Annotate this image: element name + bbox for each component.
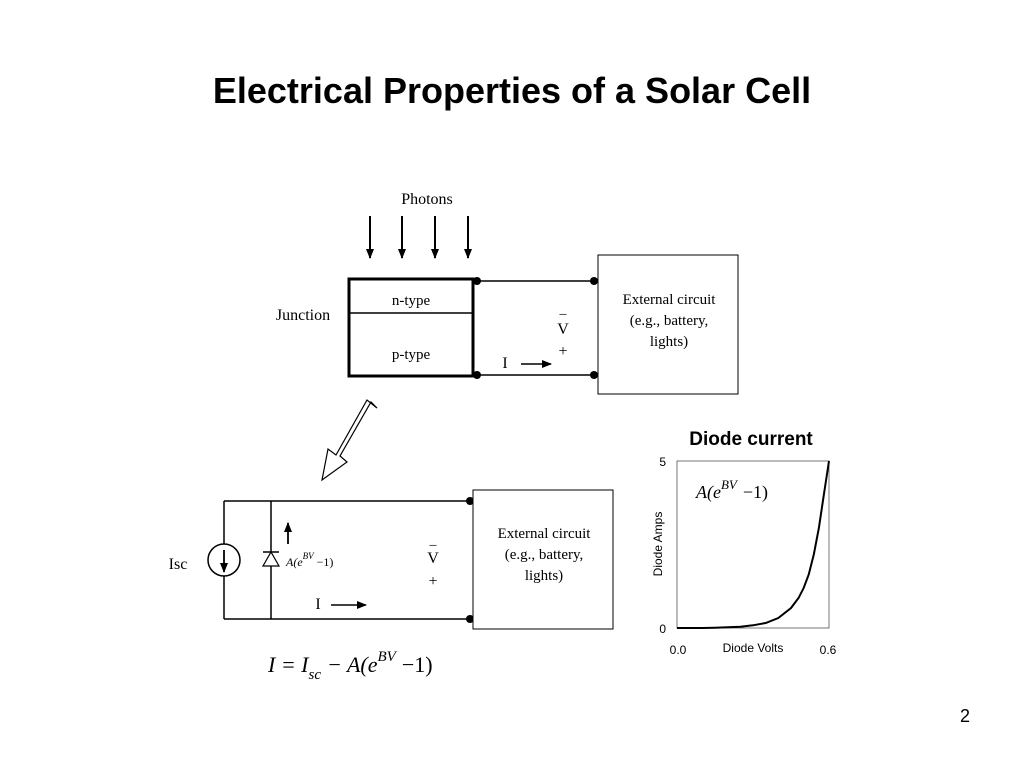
external-circuit-line: (e.g., battery, — [630, 313, 709, 329]
voltage-label: V — [427, 550, 439, 567]
voltage-minus: _ — [559, 302, 568, 317]
terminal-dot — [590, 277, 598, 285]
voltage-minus: _ — [429, 533, 438, 548]
plot-area — [676, 460, 830, 629]
terminal-dot — [466, 497, 474, 505]
equivalent-circuit: Isc A(eBV−1) _ V + I External circuit (e… — [169, 489, 614, 630]
transition-arrow-icon — [321, 399, 378, 482]
voltage-plus: + — [558, 343, 567, 360]
chart-title: Diode current — [689, 429, 813, 450]
external-circuit-box — [472, 489, 614, 630]
x-tick-label: 0.0 — [670, 643, 687, 657]
chart-annotation: A(eBV−1) — [695, 477, 768, 503]
x-axis-label: Diode Volts — [723, 641, 784, 655]
diode-expression: A(eBV−1) — [285, 551, 333, 569]
current-equation: I = Isc− A(eBV−1) — [267, 649, 433, 683]
series-line — [677, 460, 830, 629]
external-circuit-line: External circuit — [498, 526, 592, 542]
slide-title: Electrical Properties of a Solar Cell — [212, 70, 812, 111]
y-tick-label: 5 — [659, 455, 666, 469]
current-label: I — [315, 596, 320, 613]
external-circuit-line: lights) — [650, 334, 688, 350]
terminal-dot — [590, 371, 598, 379]
voltage-plus: + — [428, 573, 437, 590]
diode-icon — [261, 550, 281, 567]
n-type-label: n-type — [392, 293, 431, 309]
external-circuit-line: External circuit — [623, 292, 717, 308]
solar-cell-block — [347, 277, 475, 378]
photons-label: Photons — [401, 191, 453, 208]
terminal-dot — [473, 277, 481, 285]
external-circuit-box — [597, 254, 739, 395]
current-label: I — [502, 355, 507, 372]
y-tick-label: 0 — [659, 622, 666, 636]
external-circuit-line: lights) — [525, 568, 563, 584]
photon-arrows — [366, 216, 472, 259]
y-axis-label: Diode Amps — [651, 512, 665, 577]
terminal-dot — [473, 371, 481, 379]
solar-cell-diagram: Photons n-type p-type Junction _ V + I — [276, 191, 739, 395]
voltage-label: V — [557, 321, 569, 338]
terminal-dot — [466, 615, 474, 623]
series-layer — [677, 460, 830, 629]
p-type-label: p-type — [392, 347, 431, 363]
x-tick-label: 0.6 — [820, 643, 837, 657]
diode-current-chart: Diode current 5 0 0.0 0.6 Diode Volts Di… — [651, 429, 837, 657]
junction-label: Junction — [276, 307, 330, 324]
page-number: 2 — [959, 706, 970, 726]
external-circuit-line: (e.g., battery, — [505, 547, 584, 563]
isc-label: Isc — [169, 556, 188, 573]
